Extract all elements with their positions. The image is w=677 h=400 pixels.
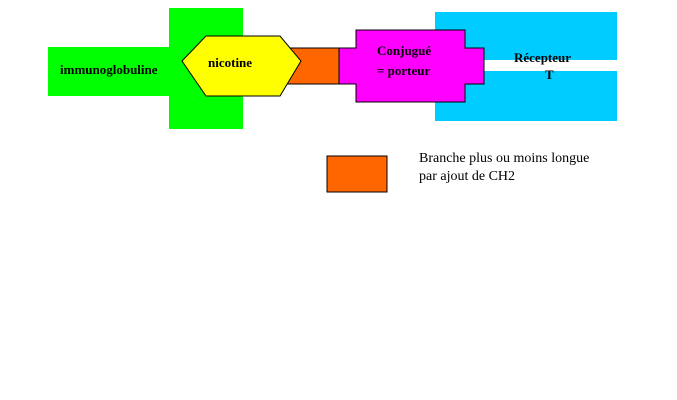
nicotine-label: nicotine [208, 55, 252, 70]
receptor-label-line1: Récepteur [514, 50, 571, 65]
immunoglobulin-label: immunoglobuline [60, 62, 158, 77]
legend-line1: Branche plus ou moins longue [419, 151, 590, 166]
receptor-label-line2: T [545, 67, 554, 82]
carrier-label-line2: = porteur [377, 63, 430, 78]
legend-swatch [326, 155, 388, 193]
legend-line2: par ajout de CH2 [419, 169, 516, 184]
nicotine-hexagon [181, 35, 302, 97]
carrier-label-line1: Conjugué [377, 43, 431, 58]
legend-text: Branche plus ou moins longue par ajout d… [419, 150, 659, 186]
